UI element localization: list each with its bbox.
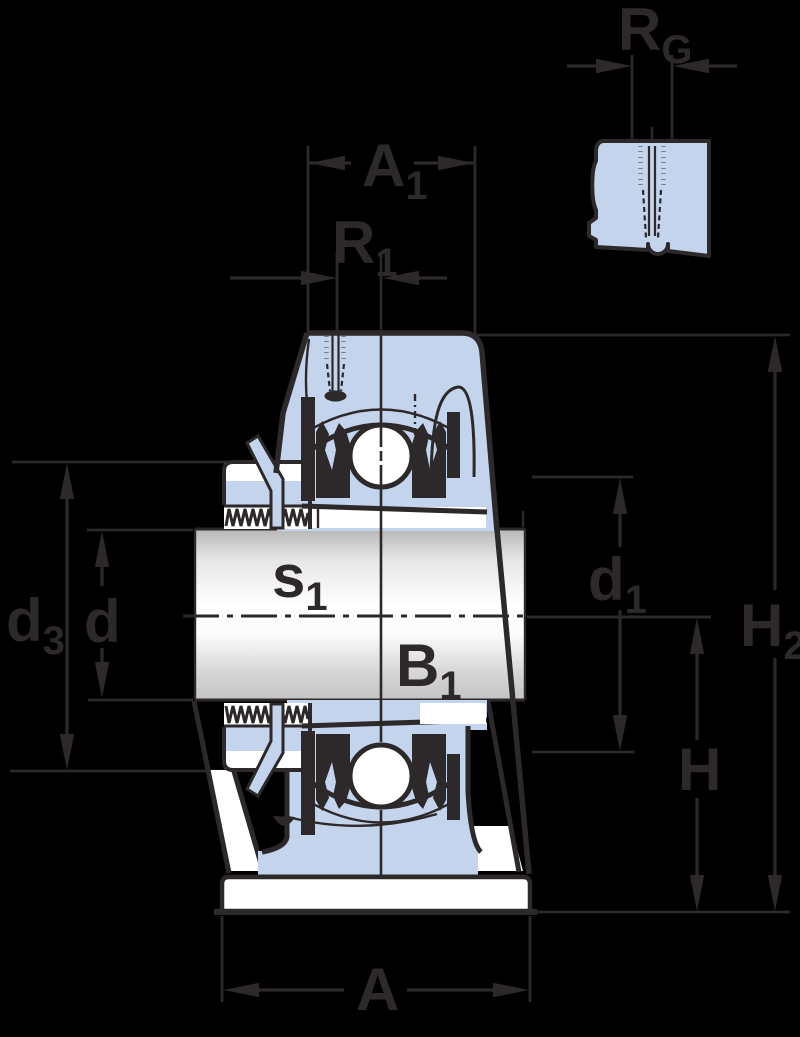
label-r1: R1 — [332, 209, 398, 285]
grease-passage — [324, 334, 347, 402]
label-d: d — [84, 588, 121, 655]
label-s1: s1 — [272, 543, 328, 619]
upper-housing-details — [273, 330, 500, 532]
label-h2: H2 — [740, 592, 800, 668]
right-leg-outer — [494, 528, 532, 875]
label-rg: RG — [618, 0, 692, 72]
right-leg-inner — [485, 700, 522, 873]
base-plate — [219, 874, 533, 914]
shaft — [183, 511, 527, 702]
grease-fitting-detail — [567, 55, 737, 258]
dimension-lines — [10, 146, 790, 1002]
label-h: H — [678, 736, 721, 803]
dimension-labels: A1 R1 RG d3 d s1 B1 d1 H2 H A — [6, 0, 800, 1023]
label-d1: d1 — [588, 546, 647, 622]
label-a1: A1 — [362, 132, 428, 208]
label-a: A — [356, 956, 399, 1023]
lower-ring-face — [420, 703, 486, 724]
left-leg-outer — [191, 700, 232, 874]
label-b1: B1 — [396, 632, 462, 708]
label-d3: d3 — [6, 587, 65, 663]
